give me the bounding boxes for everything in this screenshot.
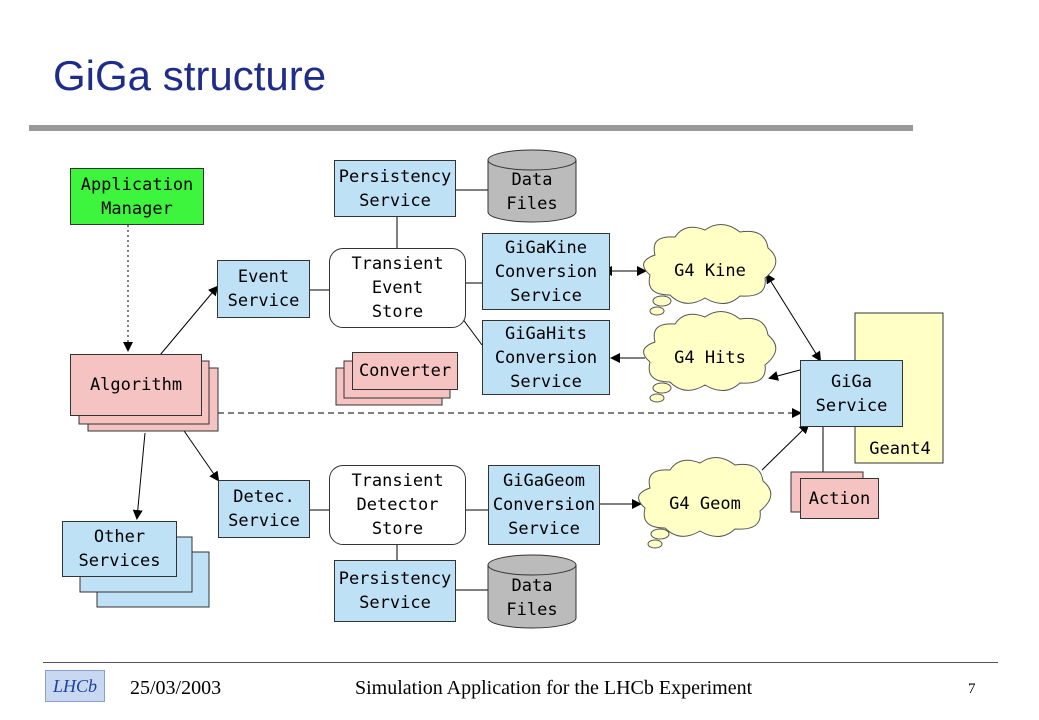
converter-box: Converter <box>352 352 458 390</box>
giga-service-box: GiGa Service <box>800 360 903 427</box>
g4-hits-label: G4 Hits <box>674 348 746 368</box>
geant4-label: Geant4 <box>869 439 931 459</box>
connector-store-hits <box>461 317 483 346</box>
transient-event-store-box: Transient Event Store <box>329 248 466 328</box>
persistency-service-top-box: Persistency Service <box>334 160 456 217</box>
data-files-bottom-label: Data Files <box>506 576 558 620</box>
persistency-service-bottom-box: Persistency Service <box>334 560 456 622</box>
page-title: GiGa structure <box>53 52 327 99</box>
transient-detector-store-box: Transient Detector Store <box>329 465 466 545</box>
application-manager-box: Application Manager <box>70 168 204 225</box>
lhcb-logo: LHCb <box>45 670 105 702</box>
algorithm-box: Algorithm <box>70 354 202 416</box>
page-number: 7 <box>968 681 976 697</box>
g4-kine-label: G4 Kine <box>674 261 746 281</box>
action-box: Action <box>800 478 879 519</box>
g4-kine-cloud <box>643 224 777 316</box>
event-service-box: Event Service <box>217 260 310 318</box>
other-services-box: Other Services <box>62 521 177 577</box>
detec-service-box: Detec. Service <box>218 480 310 538</box>
g4-geom-label: G4 Geom <box>669 494 741 514</box>
footer-date: 25/03/2003 <box>130 677 222 699</box>
gigakine-conversion-service-box: GiGaKine Conversion Service <box>482 233 610 310</box>
footer-subtitle: Simulation Application for the LHCb Expe… <box>355 677 753 699</box>
connector-giga-g4hits <box>768 369 801 381</box>
g4-geom-cloud <box>638 457 772 549</box>
gigageom-conversion-service-box: GiGaGeom Conversion Service <box>488 465 600 545</box>
footer-divider <box>43 662 998 663</box>
connector-algorithm-event <box>159 285 219 356</box>
title-divider <box>29 125 913 131</box>
data-files-top-label: Data Files <box>506 170 558 214</box>
data-files-bottom-cylinder <box>487 554 577 629</box>
g4-hits-cloud <box>643 311 777 403</box>
data-files-top-cylinder <box>487 149 577 223</box>
connector-g4geom-giga <box>761 423 810 471</box>
connector-algorithm-other <box>132 432 146 520</box>
connector-g4kine-giga <box>765 273 822 362</box>
gigahits-conversion-service-box: GiGaHits Conversion Service <box>482 320 610 395</box>
connector-algorithm-detec <box>179 424 220 482</box>
